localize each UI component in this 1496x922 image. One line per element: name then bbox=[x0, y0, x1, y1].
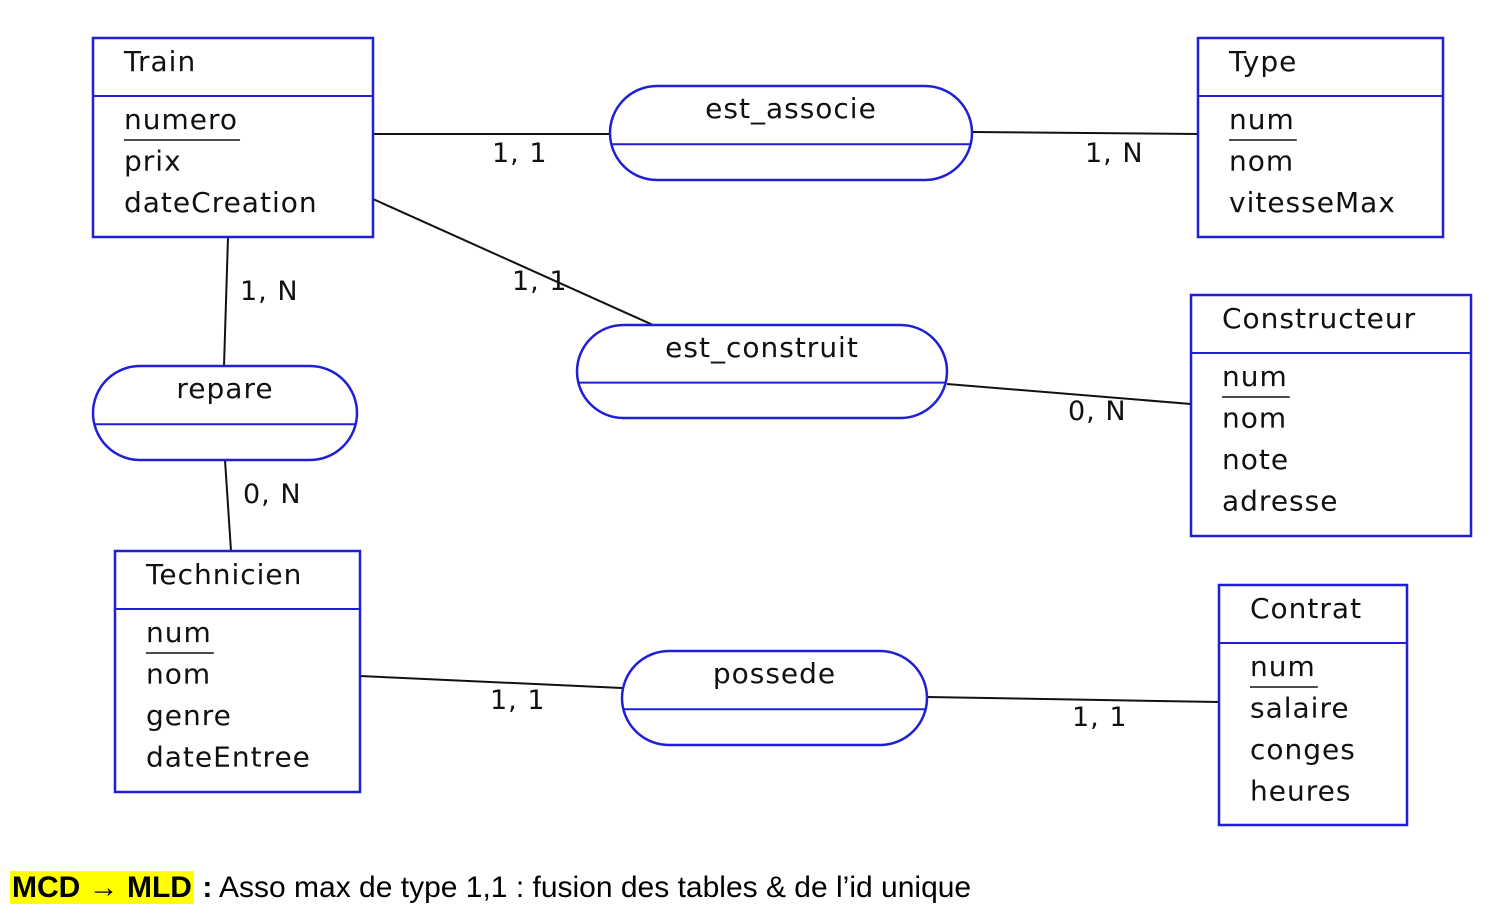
entity-title: Technicien bbox=[145, 558, 302, 591]
association-title: est_associe bbox=[705, 92, 877, 125]
entity-attribute: numero bbox=[124, 103, 238, 136]
entity-box bbox=[113, 549, 362, 794]
association-possede: possede bbox=[620, 649, 929, 747]
caption-colon: : bbox=[193, 871, 213, 904]
entity-attribute: vitesseMax bbox=[1229, 186, 1396, 219]
entity-technicien: Technicien num nom genre dateEntree bbox=[113, 549, 362, 794]
cardinality-label: 1, 1 bbox=[492, 138, 548, 169]
entity-attribute: genre bbox=[146, 699, 232, 732]
association-est_associe: est_associe bbox=[608, 84, 974, 182]
cardinality-label: 0, N bbox=[243, 479, 302, 510]
association-box bbox=[575, 323, 949, 420]
entity-train: Train numero prix dateCreation bbox=[91, 36, 375, 239]
caption-highlight: MCD → MLD bbox=[10, 871, 194, 904]
entity-title: Train bbox=[123, 45, 196, 78]
links-layer bbox=[223, 131, 1220, 703]
entity-constructeur: Constructeur num nom note adresse bbox=[1189, 293, 1473, 538]
entity-box bbox=[1217, 583, 1409, 827]
entity-attribute: dateCreation bbox=[124, 186, 318, 219]
link-type-est_associe bbox=[971, 131, 1199, 135]
link-constructeur-est_construit bbox=[946, 383, 1192, 405]
association-repare: repare bbox=[91, 364, 359, 462]
association-title: repare bbox=[176, 372, 273, 405]
cardinality-label: 0, N bbox=[1068, 396, 1127, 427]
entity-attribute: conges bbox=[1250, 733, 1356, 766]
entity-box bbox=[91, 36, 375, 239]
association-title: possede bbox=[713, 657, 836, 690]
link-technicien-possede bbox=[359, 675, 623, 689]
entity-attribute: note bbox=[1222, 443, 1289, 476]
cardinality-label: 1, N bbox=[240, 276, 299, 307]
caption-text: Asso max de type 1,1 : fusion des tables… bbox=[212, 871, 972, 904]
entity-attribute: num bbox=[1229, 103, 1295, 136]
entity-attribute: num bbox=[1222, 360, 1288, 393]
entity-attribute: adresse bbox=[1222, 485, 1338, 518]
entity-title: Type bbox=[1228, 45, 1297, 78]
cardinalities-layer: 1, 1 1, N 1, 1 0, N 1, N 0, N 1, 1 1, 1 bbox=[240, 138, 1144, 733]
entity-attribute: nom bbox=[146, 658, 211, 691]
entity-attribute: num bbox=[1250, 650, 1316, 683]
link-technicien-repare bbox=[224, 459, 232, 552]
mcd-diagram: Train numero prix dateCreation Type num nom vit… bbox=[91, 36, 1473, 827]
entity-title: Contrat bbox=[1250, 592, 1362, 625]
link-train-est_construit bbox=[372, 198, 654, 326]
association-title: est_construit bbox=[665, 331, 859, 364]
entity-contrat: Contrat num salaire conges heures bbox=[1217, 583, 1409, 827]
entity-box bbox=[1189, 293, 1473, 538]
link-train-repare bbox=[223, 236, 229, 367]
entity-attribute: salaire bbox=[1250, 692, 1350, 725]
shapes-layer: Train numero prix dateCreation Type num nom vit… bbox=[91, 36, 1473, 827]
link-contrat-possede bbox=[926, 696, 1220, 703]
entity-attribute: nom bbox=[1229, 145, 1294, 178]
association-box bbox=[91, 364, 359, 462]
cardinality-label: 1, 1 bbox=[490, 685, 546, 716]
association-box bbox=[620, 649, 929, 747]
entity-attribute: prix bbox=[124, 145, 182, 178]
entity-type: Type num nom vitesseMax bbox=[1196, 36, 1445, 239]
association-box bbox=[608, 84, 974, 182]
association-est_construit: est_construit bbox=[575, 323, 949, 420]
entity-attribute: heures bbox=[1250, 775, 1351, 808]
caption: MCD → MLD : Asso max de type 1,1 : fusio… bbox=[10, 866, 971, 910]
entity-box bbox=[1196, 36, 1445, 239]
cardinality-label: 1, N bbox=[1085, 138, 1144, 169]
cardinality-label: 1, 1 bbox=[512, 266, 568, 297]
entity-attribute: dateEntree bbox=[146, 741, 311, 774]
entity-attribute: num bbox=[146, 616, 212, 649]
entity-title: Constructeur bbox=[1222, 302, 1416, 335]
entity-attribute: nom bbox=[1222, 402, 1287, 435]
cardinality-label: 1, 1 bbox=[1072, 702, 1128, 733]
